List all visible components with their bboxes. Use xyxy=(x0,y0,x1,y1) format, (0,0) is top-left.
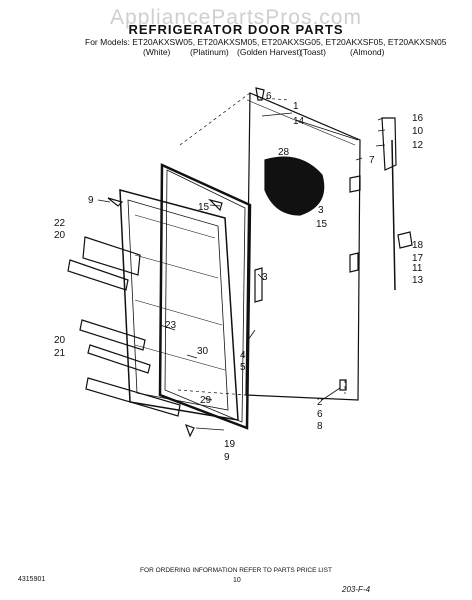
watermark: AppliancePartsPros.com xyxy=(110,6,362,29)
callout-7: 7 xyxy=(369,155,375,166)
callout-24: 24 xyxy=(294,204,306,215)
callout-4: 4 xyxy=(240,350,246,361)
diagram-title: REFRIGERATOR DOOR PARTS xyxy=(128,22,344,37)
callout-10: 10 xyxy=(412,126,424,137)
callout-19: 19 xyxy=(224,439,236,450)
inner-door-liner xyxy=(119,189,239,421)
callout-17a: 17 xyxy=(268,170,280,181)
callout-13: 13 xyxy=(412,275,424,286)
callout-2: 2 xyxy=(317,397,323,408)
callout-1: 1 xyxy=(293,101,299,112)
callout-5: 5 xyxy=(240,362,246,373)
callout-26: 26 xyxy=(294,190,306,201)
color-white: (White) xyxy=(143,47,171,57)
callout-28: 28 xyxy=(278,147,290,158)
callout-9b: 9 xyxy=(224,452,230,463)
document-number: 4315901 xyxy=(18,576,46,583)
callout-14: 14 xyxy=(293,116,305,127)
shelf-middle xyxy=(79,319,146,351)
callout-22: 22 xyxy=(54,218,66,229)
color-toast: (Toast) xyxy=(300,47,326,57)
callout-15a: 15 xyxy=(316,219,328,230)
callout-16: 16 xyxy=(412,113,424,124)
color-almond: (Almond) xyxy=(350,47,385,57)
models-line: For Models: ET20AKXSW05, ET20AKXSM05, ET… xyxy=(85,37,447,47)
ordering-note: FOR ORDERING INFORMATION REFER TO PARTS … xyxy=(140,567,332,574)
callout-30: 30 xyxy=(197,346,209,357)
callout-18: 18 xyxy=(412,240,424,251)
callout-3a: 3 xyxy=(318,205,324,216)
callout-3b: 3 xyxy=(262,272,268,283)
callout-15b: 15 xyxy=(198,202,210,213)
callout-20b: 20 xyxy=(54,335,66,346)
logo-panel xyxy=(264,156,325,216)
color-golden-harvest: (Golden Harvest) xyxy=(237,47,302,57)
handwritten-note: 203-F-4 xyxy=(342,585,371,594)
door-gasket xyxy=(158,163,252,430)
callout-9a: 9 xyxy=(88,195,94,206)
callout-6b: 6 xyxy=(317,409,323,420)
callout-12: 12 xyxy=(412,140,424,151)
color-platinum: (Platinum) xyxy=(190,47,229,57)
callout-6: 6 xyxy=(266,91,272,102)
shelf-top xyxy=(82,236,141,276)
page-number: 10 xyxy=(233,577,241,584)
hinge xyxy=(381,117,397,171)
callout-8: 8 xyxy=(317,421,323,432)
outer-door-panel xyxy=(245,92,361,401)
callout-20a: 20 xyxy=(54,230,66,241)
callout-17b: 17 xyxy=(412,253,424,264)
shelf-bottom xyxy=(85,377,181,417)
callout-23: 23 xyxy=(165,320,177,331)
callout-29: 29 xyxy=(200,395,212,406)
callout-11: 11 xyxy=(412,263,423,274)
callout-21: 21 xyxy=(54,348,66,359)
